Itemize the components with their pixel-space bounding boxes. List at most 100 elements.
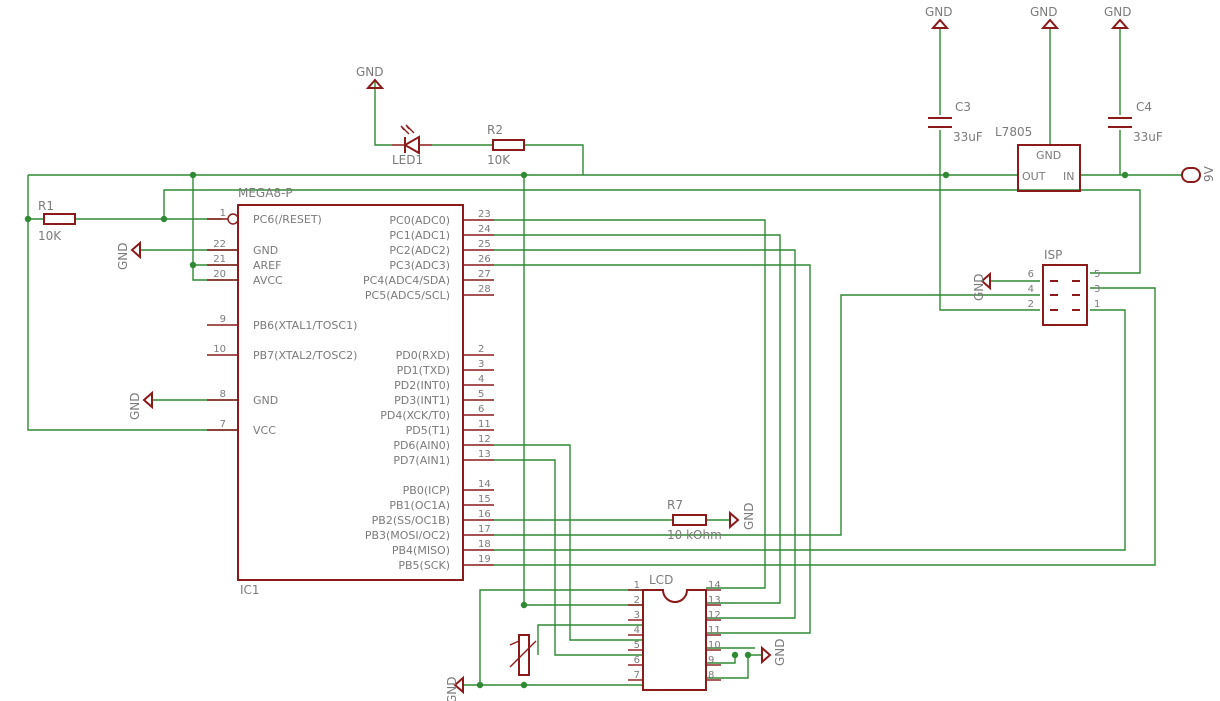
junction-dot: [520, 681, 528, 689]
r7-value-label: 10 kOhm: [667, 528, 722, 542]
regulator-l7805: L7805 GND OUT IN: [995, 125, 1081, 192]
lcd-pin-number: 9: [708, 655, 714, 666]
lcd-pin-number: 4: [634, 625, 640, 636]
ic1-pin-number: 10: [213, 344, 226, 355]
c4-value-label: 33uF: [1133, 130, 1163, 144]
c3-plates: [928, 117, 952, 128]
gnd-mega22-arrow: [130, 240, 141, 260]
isp4-mosi-wire: [494, 294, 1040, 536]
c4-plates: [1108, 117, 1132, 128]
ic1-pin-number: 18: [478, 539, 491, 550]
gnd-isp-arrow: [980, 271, 991, 291]
isp-pin-number: 3: [1094, 284, 1100, 295]
r1-ref-label: R1: [38, 199, 54, 213]
ic1-pin-name: GND: [253, 394, 278, 407]
gnd-symbols: GND GND GND GND GND GND GND GND GND GND: [116, 5, 1132, 701]
ic1-pin-name: PC3(ADC3): [389, 259, 450, 272]
gnd-isp-label: GND: [972, 273, 986, 301]
ic1-pin-name: PC5(ADC5/SCL): [365, 289, 450, 302]
led1-triangle: [402, 135, 420, 155]
isp-pin-numbers: 6 4 2 5 3 1: [1028, 269, 1101, 310]
9v-terminal-pad: [1181, 167, 1201, 183]
gnd-c4-arrow: [1110, 18, 1130, 29]
ic1-pin-number: 19: [478, 554, 491, 565]
l7805-ref-label: L7805: [995, 125, 1032, 139]
ic1-pin-name: PC1(ADC1): [389, 229, 450, 242]
lcd-pin-number: 3: [634, 610, 640, 621]
ic1-pin-number: 20: [213, 269, 226, 280]
r7-ref-label: R7: [667, 498, 683, 512]
ic1-pin-name: PB1(OC1A): [389, 499, 450, 512]
pd6-lcd-wire: [494, 444, 643, 641]
c4-ref-label: C4: [1136, 100, 1152, 114]
junction-dot: [189, 171, 197, 179]
lcd-pin-number: 11: [708, 625, 721, 636]
isp-pin-number: 2: [1028, 299, 1034, 310]
junction-dot: [1121, 171, 1129, 179]
junctions: [24, 171, 1129, 689]
9v-terminal: 9V: [1181, 165, 1216, 183]
gnd-mega8-label: GND: [128, 392, 142, 420]
junction-dot: [520, 171, 528, 179]
ic1-pin-name: PC4(ADC4/SDA): [363, 274, 450, 287]
ic1-pin-number: 22: [213, 239, 226, 250]
c3-ref-label: C3: [955, 100, 971, 114]
lcd-pin-number: 8: [708, 670, 714, 681]
ic1-pin-number: 6: [478, 404, 484, 415]
wires: [27, 28, 1182, 686]
r2-ref-label: R2: [487, 123, 503, 137]
lcd-pin-number: 5: [634, 640, 640, 651]
ic1-pin-name: PD5(T1): [406, 424, 450, 437]
lcd-ref-label: LCD: [649, 573, 673, 587]
ic1-pin-name: PD0(RXD): [396, 349, 450, 362]
led-r2-wire: [374, 80, 584, 175]
isp-pin-number: 1: [1094, 299, 1100, 310]
led1-emission-arrows: [400, 124, 415, 135]
ic1-pin-name: PD3(INT1): [394, 394, 450, 407]
r1-body: [43, 213, 76, 225]
ic1-pin-name: AVCC: [253, 274, 283, 287]
ic1-pin-number: 1: [220, 208, 226, 219]
ic1-pin-number: 23: [478, 209, 491, 220]
ic1-pin-number: 4: [478, 374, 484, 385]
ic1-pin-number: 27: [478, 269, 491, 280]
isp-pin-number: 5: [1094, 269, 1100, 280]
ic1-pin-name: PB2(SS/OC1B): [372, 514, 450, 527]
junction-dot: [476, 681, 484, 689]
pc0-lcd-wire: [494, 219, 766, 589]
ic1-pin-number: 12: [478, 434, 491, 445]
lcd-pin-number: 7: [634, 670, 640, 681]
pot-wiper-arrow: [509, 640, 537, 668]
ic1-pin-name: PB7(XTAL2/TOSC2): [253, 349, 357, 362]
ic1-pin-number: 14: [478, 479, 491, 490]
gnd-lcd-right-arrow: [761, 645, 772, 665]
reset-inversion-dot: [227, 213, 239, 225]
ic1-pin-name: PB6(XTAL1/TOSC1): [253, 319, 357, 332]
ic1-pin-name: VCC: [253, 424, 276, 437]
r2-body: [492, 139, 525, 151]
ic1-pin-name: PC0(ADC0): [389, 214, 450, 227]
isp-pin-number: 6: [1028, 269, 1034, 280]
ic1-pin-number: 25: [478, 239, 491, 250]
junction-dot: [520, 601, 528, 609]
pot-wiper-wire: [537, 624, 643, 655]
isp-pin-number: 4: [1028, 284, 1034, 295]
ic1-pin-name: PC6(/RESET): [253, 213, 322, 226]
ic1-pin-name: PB3(MOSI/OC2): [365, 529, 450, 542]
ic1-pin-name: PB0(ICP): [403, 484, 450, 497]
pc1-lcd-wire: [494, 234, 781, 604]
gnd-c3-arrow: [930, 18, 950, 29]
r2-value-label: 10K: [487, 153, 511, 167]
pc3-lcd-wire: [494, 264, 811, 634]
pot-body: [518, 634, 530, 676]
ic1-pin-number: 11: [478, 419, 491, 430]
junction-dot: [160, 215, 168, 223]
potentiometer: [509, 634, 537, 676]
9v-label: 9V: [1202, 165, 1216, 182]
gnd-lcd-right-label: GND: [773, 638, 787, 666]
ic1-pin-number: 26: [478, 254, 491, 265]
